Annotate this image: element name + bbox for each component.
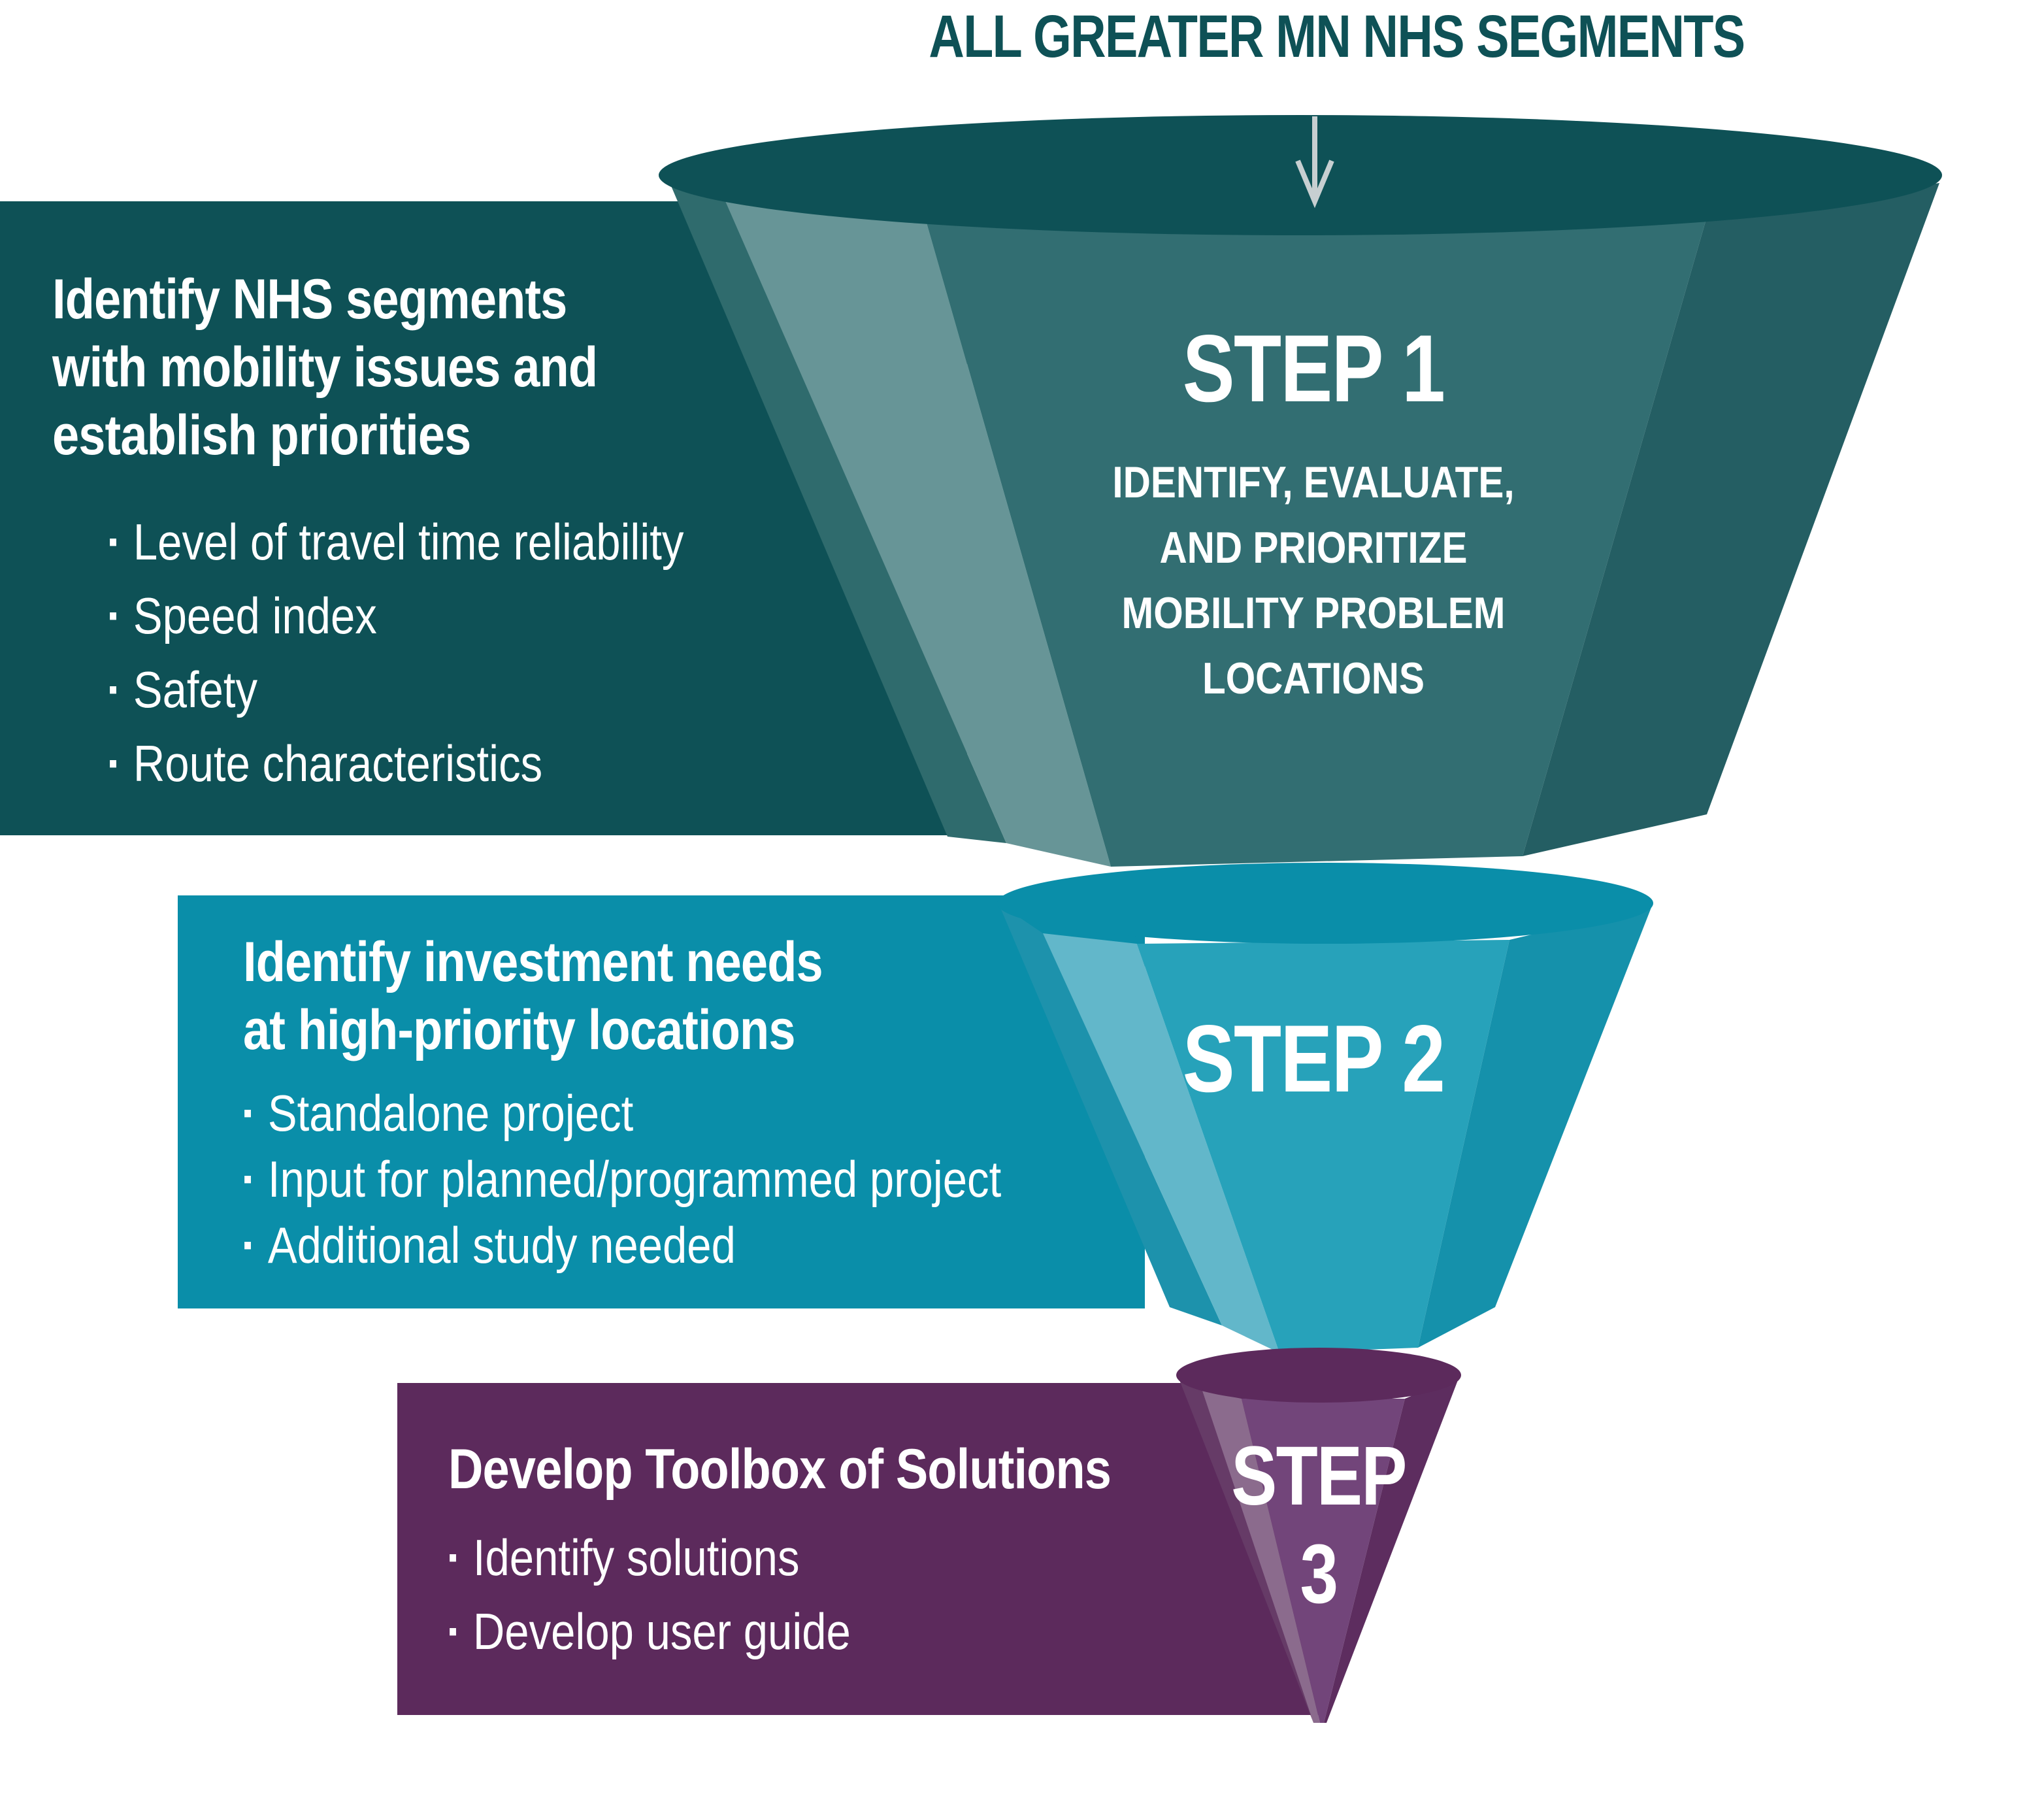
step3-heading: Develop Toolbox of Solutions — [448, 1438, 1112, 1501]
step2-funnel-highlight — [1043, 933, 1279, 1353]
step1-heading-line: with mobility issues and — [52, 336, 598, 399]
step2-funnel — [997, 863, 1653, 1353]
step1-funnel-highlight — [725, 201, 1111, 867]
step1-funnel-left-face — [667, 175, 1006, 843]
step3-funnel-left-face — [1178, 1375, 1313, 1723]
step1-funnel-front — [927, 217, 1707, 867]
step1-bullet-list: Level of travel time reliability Speed i… — [108, 505, 684, 800]
down-arrow-icon — [1295, 116, 1334, 208]
step2-description: Identify investment needs at high-priori… — [243, 928, 1125, 1278]
step2-bullet: Input for planned/programmed project — [243, 1146, 1001, 1212]
step3-funnel-right-face — [1324, 1375, 1460, 1723]
step1-label: STEP 1 IDENTIFY, EVALUATE, AND PRIORITIZ… — [1052, 314, 1575, 711]
step1-bullet: Route characteristics — [108, 726, 684, 800]
step3-bullet: Develop user guide — [448, 1594, 1111, 1668]
step2-label: STEP 2 — [1052, 1004, 1575, 1114]
step2-funnel-rim — [997, 863, 1653, 944]
step2-heading: Identify investment needs at high-priori… — [243, 928, 1001, 1064]
step1-subtitle-line: MOBILITY PROBLEM — [1121, 588, 1506, 638]
step1-bullet: Speed index — [108, 578, 684, 652]
step1-bullet: Level of travel time reliability — [108, 505, 684, 578]
step2-title: STEP 2 — [1182, 1005, 1445, 1112]
step1-heading-line: Identify NHS segments — [52, 268, 567, 331]
step2-heading-line: Identify investment needs — [243, 931, 823, 993]
step3-funnel-highlight — [1202, 1391, 1320, 1723]
step1-subtitle-line: IDENTIFY, EVALUATE, — [1112, 458, 1515, 507]
step1-heading: Identify NHS segments with mobility issu… — [52, 265, 676, 469]
step3-funnel-front — [1242, 1399, 1405, 1723]
step1-title: STEP 1 — [1182, 315, 1445, 422]
step1-subtitle-line: LOCATIONS — [1202, 654, 1425, 703]
step2-funnel-front — [1137, 940, 1509, 1353]
step2-bullet: Additional study needed — [243, 1212, 1001, 1278]
step1-subtitle: IDENTIFY, EVALUATE, AND PRIORITIZE MOBIL… — [1089, 450, 1538, 711]
step3-funnel — [1176, 1348, 1461, 1723]
step2-bullet-list: Standalone project Input for planned/pro… — [243, 1080, 1001, 1278]
step3-bullet-list: Identify solutions Develop user guide — [448, 1520, 1111, 1668]
step1-bullet: Safety — [108, 652, 684, 726]
step3-label: STEP 3 — [1188, 1427, 1449, 1624]
step2-bullet: Standalone project — [243, 1080, 1001, 1146]
step2-funnel-left-face — [998, 903, 1222, 1325]
step1-funnel-rim — [659, 115, 1942, 235]
step3-bullet: Identify solutions — [448, 1520, 1111, 1594]
step1-heading-line: establish priorities — [52, 404, 471, 467]
diagram-title: ALL GREATER MN NHS SEGMENTS — [929, 3, 1745, 70]
step1-funnel-right-face — [1523, 183, 1939, 856]
step1-description: Identify NHS segments with mobility issu… — [52, 265, 778, 800]
step3-description: Develop Toolbox of Solutions Identify so… — [448, 1435, 1219, 1668]
step2-heading-line: at high-priority locations — [243, 999, 796, 1061]
step3-funnel-rim — [1176, 1348, 1461, 1403]
step3-title-line1: STEP — [1231, 1429, 1407, 1523]
step3-title-line2: 3 — [1300, 1527, 1338, 1621]
step2-funnel-right-face — [1418, 906, 1652, 1348]
step1-subtitle-line: AND PRIORITIZE — [1159, 523, 1468, 573]
step1-funnel — [659, 115, 1942, 867]
